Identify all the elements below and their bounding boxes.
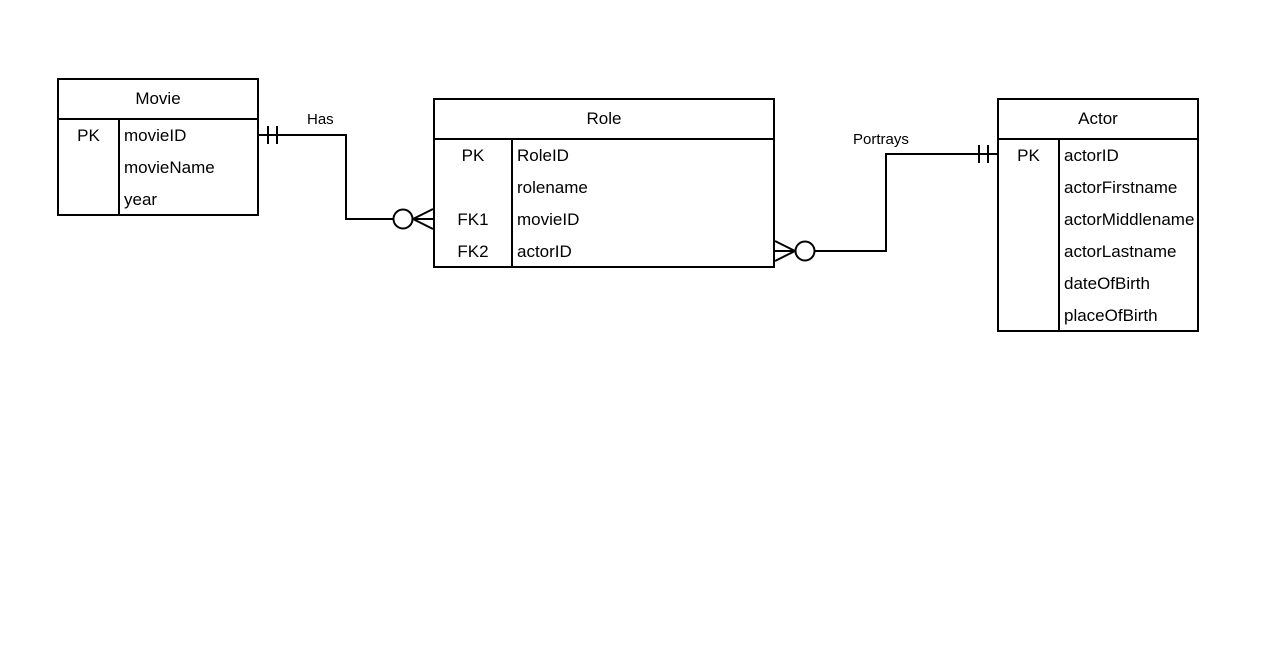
- entity-movie-key-column: PK: [59, 120, 120, 216]
- entity-actor-key-column: PK: [999, 140, 1060, 332]
- actor-attribute[interactable]: dateOfBirth: [1064, 274, 1150, 293]
- relationship-portrays-label: Portrays: [853, 131, 909, 148]
- has-zero-circle: [392, 208, 414, 230]
- movie-attribute[interactable]: movieID: [124, 126, 187, 145]
- actor-key-cell: [999, 238, 1058, 270]
- actor-key-cell: [999, 174, 1058, 206]
- role-key-cell: [435, 174, 511, 206]
- entity-movie-title: Movie: [59, 80, 257, 120]
- portrays-line: [815, 153, 997, 252]
- relationship-portrays-connector[interactable]: [774, 145, 997, 262]
- has-line: [259, 134, 393, 220]
- role-attribute[interactable]: rolename: [517, 178, 588, 197]
- entity-movie-body: PK movieID movieName year: [59, 120, 257, 218]
- actor-attribute[interactable]: actorMiddlename: [1064, 210, 1195, 229]
- portrays-crowfoot-upper: [774, 240, 796, 252]
- has-crowfoot-upper: [412, 208, 434, 220]
- entity-actor-body: PK actorID actorFirstname actorMiddlenam…: [999, 140, 1197, 334]
- entity-actor-attribute-column: actorID actorFirstname actorMiddlename a…: [1060, 140, 1194, 334]
- portrays-zero-circle: [794, 240, 816, 262]
- entity-role-key-column: PK FK1 FK2: [435, 140, 513, 268]
- movie-attribute[interactable]: year: [124, 190, 158, 209]
- actor-attribute[interactable]: actorLastname: [1064, 242, 1177, 261]
- actor-key-cell: [999, 302, 1058, 334]
- entity-role-title: Role: [435, 100, 773, 140]
- role-key-cell: PK: [461, 146, 485, 165]
- role-attribute[interactable]: RoleID: [517, 146, 569, 165]
- movie-attribute[interactable]: movieName: [124, 158, 215, 177]
- role-key-cell: FK2: [457, 242, 489, 261]
- entity-actor[interactable]: Actor PK actorID actorFirstname actorMid…: [997, 98, 1199, 332]
- role-key-cell: FK1: [457, 210, 489, 229]
- actor-attribute[interactable]: placeOfBirth: [1064, 306, 1158, 325]
- movie-key-cell: [59, 186, 118, 218]
- actor-key-cell: [999, 270, 1058, 302]
- has-crowfoot-lower: [412, 218, 434, 230]
- entity-role-attribute-column: RoleID rolename movieID actorID: [513, 140, 588, 270]
- entity-role-body: PK FK1 FK2 RoleID rolename movieID actor…: [435, 140, 773, 270]
- entity-role[interactable]: Role PK FK1 FK2 RoleID rolename movieID …: [433, 98, 775, 268]
- actor-attribute[interactable]: actorID: [1064, 146, 1119, 165]
- entity-movie-attribute-column: movieID movieName year: [120, 120, 215, 218]
- movie-key-cell: PK: [77, 126, 100, 145]
- role-attribute[interactable]: actorID: [517, 242, 572, 261]
- entity-movie[interactable]: Movie PK movieID movieName year: [57, 78, 259, 216]
- movie-key-cell: [59, 154, 118, 186]
- portrays-crowfoot-lower: [774, 250, 796, 262]
- actor-attribute[interactable]: actorFirstname: [1064, 178, 1178, 197]
- actor-key-cell: PK: [1017, 146, 1040, 165]
- relationship-has-connector[interactable]: [259, 126, 434, 230]
- entity-actor-title: Actor: [999, 100, 1197, 140]
- role-attribute[interactable]: movieID: [517, 210, 580, 229]
- actor-key-cell: [999, 206, 1058, 238]
- relationship-has-label: Has: [307, 111, 334, 128]
